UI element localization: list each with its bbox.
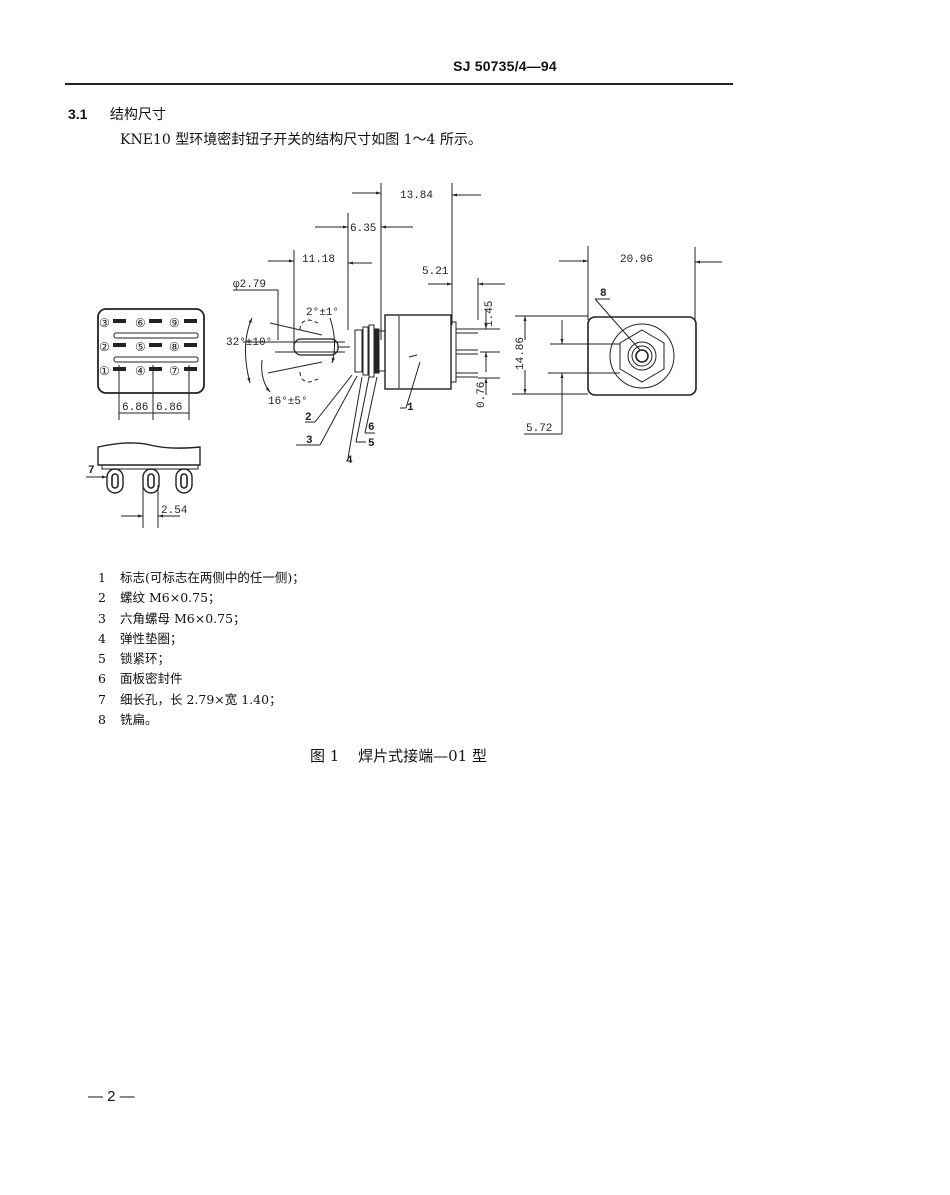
svg-text:16°±5°: 16°±5° [268,396,308,408]
figure-1-drawing: 13.84 6.35 11.18 φ2.79 5.21 ③ ⑥ ⑨ ② [86,183,722,528]
header-rule [65,83,733,85]
svg-text:3: 3 [306,435,313,447]
svg-text:①: ① [99,365,110,379]
terminal-face-view: ③ ⑥ ⑨ ② ⑤ ⑧ ① ④ ⑦ 6.86 6.86 [97,308,205,420]
svg-text:φ2.79: φ2.79 [233,279,266,291]
svg-text:2.54: 2.54 [161,505,188,517]
standard-code: SJ 50735/4—94 [453,58,557,74]
svg-text:11.18: 11.18 [302,254,335,266]
svg-text:③: ③ [99,317,110,331]
dim-11-18: 11.18 [268,250,372,345]
svg-text:5.72: 5.72 [526,423,552,435]
dim-6-35: 6.35 [315,213,413,330]
svg-text:6.86: 6.86 [122,402,148,414]
figure-caption: 图 1 焊片式接端—01 型 [310,745,487,766]
svg-text:2: 2 [305,412,312,424]
svg-text:6: 6 [368,422,375,434]
dim-phi-2-79: φ2.79 [233,279,279,340]
side-view-callouts: 1 2 3 4 5 6 [296,361,421,467]
svg-text:7: 7 [88,465,95,477]
intro-paragraph: KNE10 型环境密封钮子开关的结构尺寸如图 1～4 所示。 [120,132,482,148]
svg-text:1: 1 [407,402,414,414]
dim-13-84: 13.84 [352,183,481,340]
svg-text:20.96: 20.96 [620,254,653,266]
svg-text:1.45: 1.45 [484,301,496,327]
svg-text:⑥: ⑥ [135,317,146,331]
front-view: 20.96 8 14.86 5.72 [512,246,722,435]
svg-text:⑨: ⑨ [169,317,180,331]
svg-text:32°±10°: 32°±10° [226,337,272,349]
figure-title: 焊片式接端—01 型 [358,747,487,765]
section-heading: 3.1 结构尺寸 [68,104,166,124]
dim-13-84-label: 13.84 [400,190,433,202]
solder-lug-view: 7 2.54 [86,442,201,528]
page-number: — 2 — [88,1088,135,1105]
svg-text:⑤: ⑤ [135,341,146,355]
section-title: 结构尺寸 [109,107,166,123]
svg-text:2°±1°: 2°±1° [306,307,339,319]
svg-text:⑧: ⑧ [169,341,180,355]
switch-side-view: 2°±1° 32°±10° 16°±5° 1.45 0.76 [226,301,500,408]
svg-text:5: 5 [368,438,375,450]
svg-text:6.35: 6.35 [350,223,376,235]
dim-5-21: 5.21 [422,266,505,320]
svg-text:0.76: 0.76 [476,382,488,408]
svg-text:5.21: 5.21 [422,266,449,278]
svg-text:⑦: ⑦ [169,365,180,379]
svg-text:8: 8 [600,288,607,300]
svg-text:6.86: 6.86 [156,402,182,414]
svg-text:14.86: 14.86 [515,337,527,370]
svg-text:4: 4 [346,455,353,467]
section-number: 3.1 [68,106,88,122]
svg-text:④: ④ [135,365,146,379]
svg-text:②: ② [99,341,110,355]
figure-number: 图 1 [310,747,340,765]
